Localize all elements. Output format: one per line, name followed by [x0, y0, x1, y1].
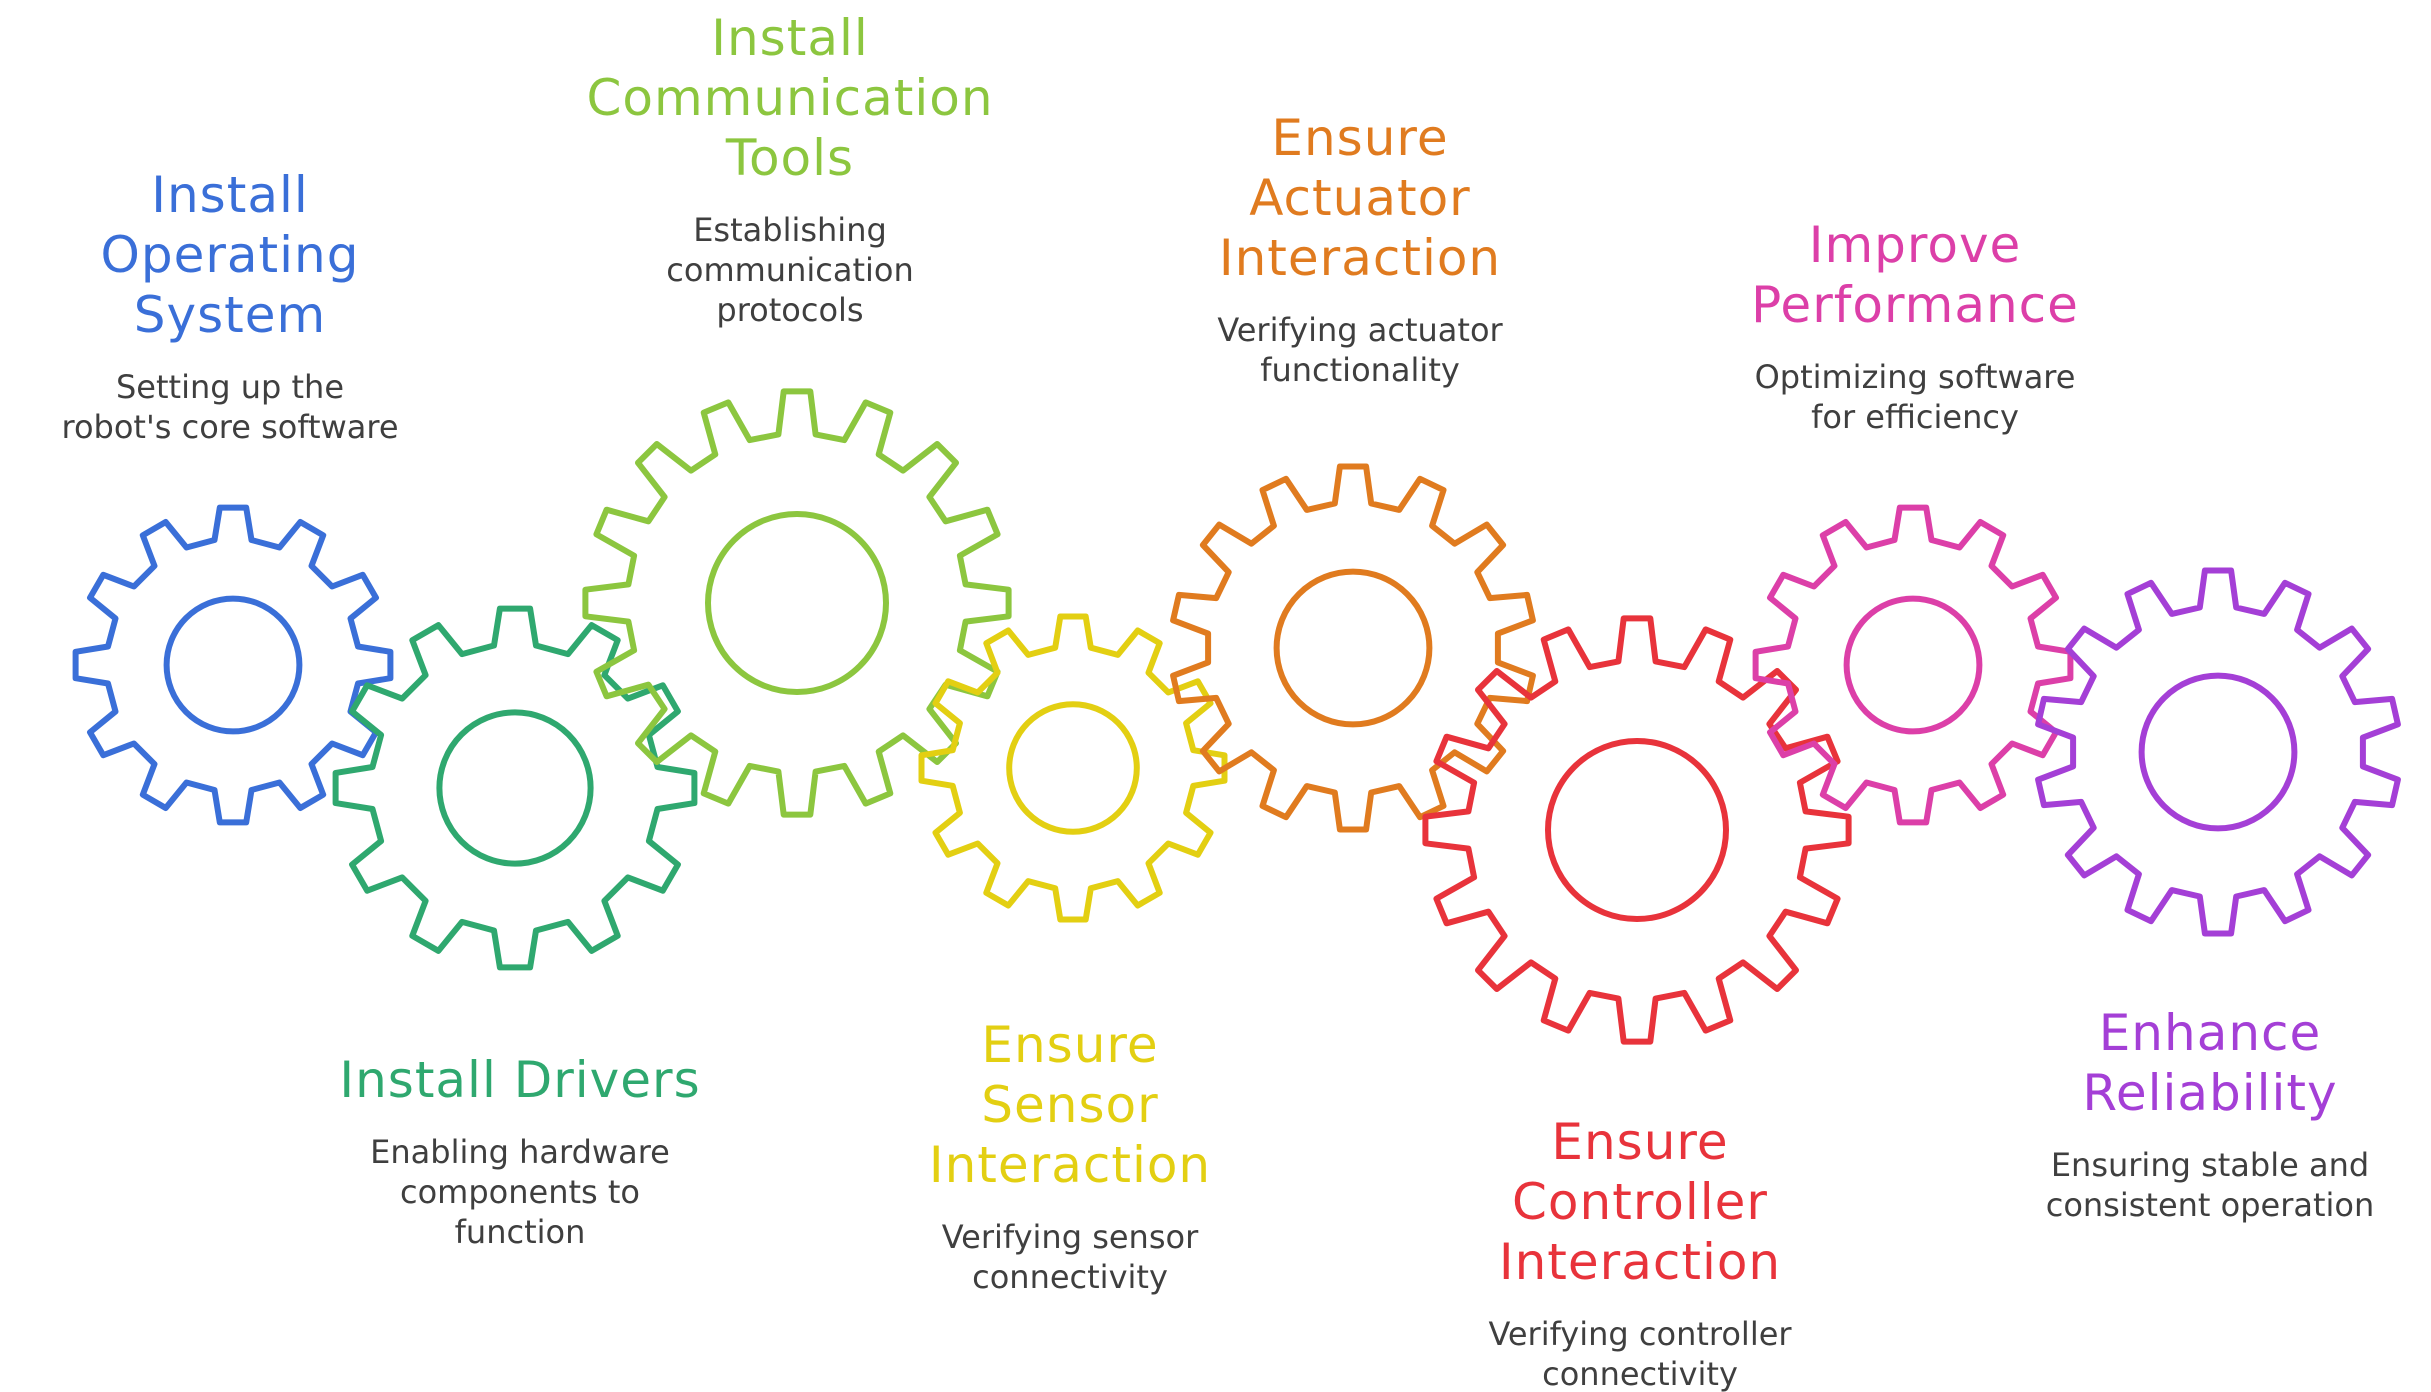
step-description: Verifying sensor connectivity — [941, 1218, 1199, 1296]
step-improve-performance: Improve Performance Optimizing software … — [1680, 215, 2150, 437]
step-description: Verifying controller connectivity — [1488, 1315, 1792, 1392]
gear-icon — [1752, 504, 2074, 826]
gear-hub — [1273, 568, 1433, 728]
gear-icon — [1170, 463, 1536, 833]
step-title: Ensure Controller Interaction — [1498, 1113, 1782, 1291]
gear-icon — [1422, 615, 1852, 1045]
step-title: Install Communication Tools — [586, 9, 994, 187]
step-install-operating-system: Install Operating System Setting up the … — [10, 165, 450, 447]
step-install-drivers: Install Drivers Enabling hardware compon… — [290, 1050, 750, 1252]
step-ensure-sensor-interaction: Ensure Sensor Interaction Verifying sens… — [870, 1015, 1270, 1297]
step-description: Optimizing software for efficiency — [1754, 358, 2076, 436]
gear-hub — [436, 709, 594, 867]
step-description: Verifying actuator functionality — [1217, 311, 1503, 389]
gear-outline — [1422, 615, 1852, 1045]
step-ensure-controller-interaction: Ensure Controller Interaction Verifying … — [1410, 1112, 1870, 1392]
gear-hub — [2138, 672, 2298, 832]
step-title: Improve Performance — [1751, 216, 2079, 334]
step-description: Setting up the robot's core software — [61, 368, 399, 446]
step-title: Enhance Reliability — [2082, 1004, 2338, 1122]
gear-icon — [918, 613, 1228, 923]
gear-outline — [72, 504, 394, 826]
gear-hub — [705, 511, 889, 695]
gear-outline — [1170, 463, 1536, 833]
gear-hub — [1843, 595, 1983, 735]
gear-outline — [918, 613, 1228, 923]
step-title: Install Drivers — [339, 1051, 701, 1109]
gear-icon — [332, 605, 698, 971]
step-description: Enabling hardware components to function — [370, 1133, 670, 1251]
step-install-communication-tools: Install Communication Tools Establishing… — [530, 8, 1050, 330]
gear-icon — [72, 504, 394, 826]
step-title: Ensure Sensor Interaction — [928, 1016, 1212, 1194]
gear-outline — [1752, 504, 2074, 826]
step-description: Ensuring stable and consistent operation — [2045, 1146, 2375, 1224]
step-ensure-actuator-interaction: Ensure Actuator Interaction Verifying ac… — [1150, 108, 1570, 390]
gear-hub — [163, 595, 303, 735]
gear-outline — [2035, 567, 2401, 937]
gear-hub — [1545, 738, 1729, 922]
gear-outline — [582, 388, 1012, 818]
gear-icon — [582, 388, 1012, 818]
step-title: Install Operating System — [100, 166, 360, 344]
step-title: Ensure Actuator Interaction — [1218, 109, 1502, 287]
step-enhance-reliability: Enhance Reliability Ensuring stable and … — [1990, 1003, 2430, 1225]
gear-hub — [1006, 701, 1140, 835]
gear-icon — [2035, 567, 2401, 937]
gear-outline — [332, 605, 698, 971]
step-description: Establishing communication protocols — [666, 211, 914, 329]
